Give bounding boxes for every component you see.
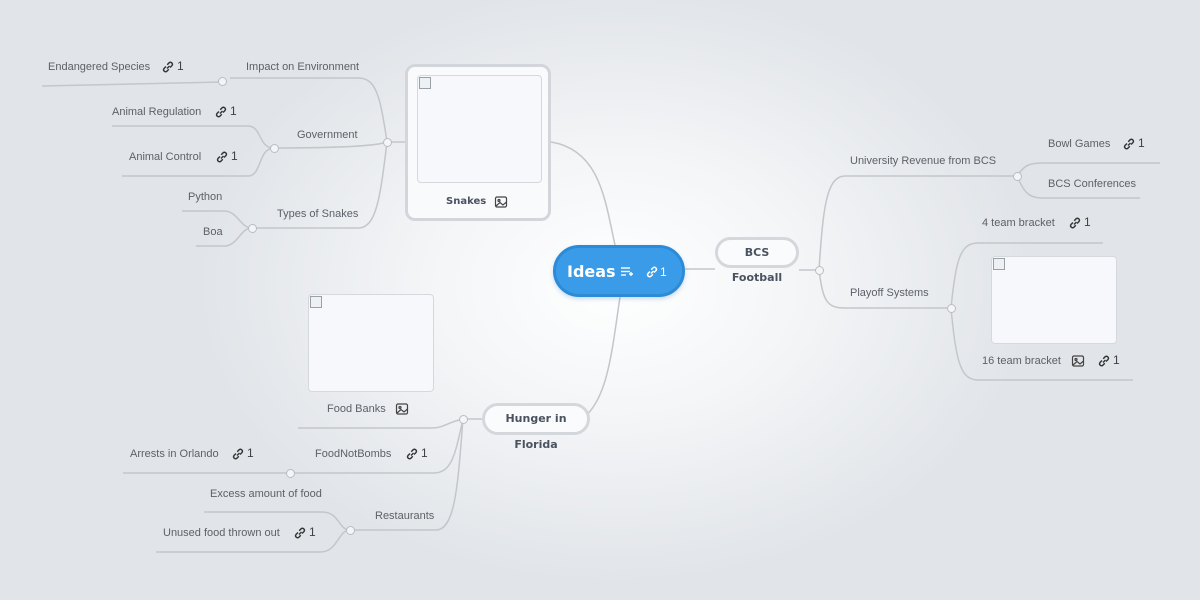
- topic-hunger-in-florida[interactable]: Hunger in Florida: [482, 403, 590, 451]
- bowl-games[interactable]: Bowl Games: [1048, 138, 1111, 150]
- hunger-junction-dot[interactable]: [459, 415, 468, 424]
- sixteen-team-bracket[interactable]: 16 team bracket: [982, 355, 1061, 367]
- broken-image-icon: [419, 77, 431, 89]
- python[interactable]: Python: [188, 191, 223, 203]
- link-icon[interactable]: [161, 60, 175, 74]
- playoff-systems[interactable]: Playoff Systems: [850, 287, 929, 299]
- food-banks-image: [308, 294, 434, 392]
- arrests-in-orlando[interactable]: Arrests in Orlando: [130, 448, 219, 460]
- bcs-conferences[interactable]: BCS Conferences: [1048, 178, 1137, 190]
- endangered-species[interactable]: Endangered Species: [48, 61, 151, 73]
- link-icon[interactable]: [214, 105, 228, 119]
- playoff-junction-dot[interactable]: [947, 304, 956, 313]
- arrests-link-count: 1: [247, 446, 254, 460]
- fnb-junction-dot[interactable]: [286, 469, 295, 478]
- topic-snakes[interactable]: Snakes: [405, 64, 551, 221]
- link-icon[interactable]: [293, 526, 307, 540]
- link-icon[interactable]: [405, 447, 419, 461]
- bracket-image: [991, 256, 1117, 344]
- bowl-link-count: 1: [1138, 136, 1145, 150]
- four-team-bracket[interactable]: 4 team bracket: [982, 217, 1055, 229]
- link-icon[interactable]: [231, 447, 245, 461]
- snakes-junction-dot[interactable]: [383, 138, 392, 147]
- hunger-label: Hunger in Florida: [505, 412, 567, 451]
- revenue-junction-dot[interactable]: [1013, 172, 1022, 181]
- government-junction-dot[interactable]: [270, 144, 279, 153]
- animal-regulation[interactable]: Animal Regulation: [112, 106, 202, 118]
- link-icon[interactable]: [645, 265, 659, 279]
- link-icon[interactable]: [1068, 216, 1082, 230]
- root-link-count: 1: [660, 265, 667, 279]
- types-of-snakes[interactable]: Types of Snakes: [277, 208, 359, 220]
- restaurants[interactable]: Restaurants: [375, 510, 435, 522]
- food-not-bombs[interactable]: FoodNotBombs: [315, 448, 392, 460]
- topic-bcs-football[interactable]: BCS Football: [715, 237, 799, 284]
- image-icon[interactable]: [1071, 354, 1085, 368]
- unused-link-count: 1: [309, 525, 316, 539]
- root-topic[interactable]: Ideas 1: [553, 245, 685, 297]
- excess-amount-of-food[interactable]: Excess amount of food: [210, 488, 322, 500]
- regulation-link-count: 1: [230, 104, 237, 118]
- bcs-junction-dot[interactable]: [815, 266, 824, 275]
- boa[interactable]: Boa: [203, 226, 223, 238]
- government[interactable]: Government: [297, 129, 358, 141]
- food-banks[interactable]: Food Banks: [327, 403, 386, 415]
- snakes-label: Snakes: [446, 196, 487, 207]
- four-link-count: 1: [1084, 215, 1091, 229]
- impact-on-environment[interactable]: Impact on Environment: [246, 61, 360, 73]
- root-title: Ideas: [567, 262, 616, 281]
- notes-icon[interactable]: [620, 265, 634, 279]
- animal-control[interactable]: Animal Control: [129, 151, 202, 163]
- image-icon[interactable]: [494, 195, 508, 209]
- snakes-image: [417, 75, 542, 183]
- bcs-football-label: BCS Football: [731, 246, 783, 284]
- types-junction-dot[interactable]: [248, 224, 257, 233]
- fnb-link-count: 1: [421, 446, 428, 460]
- link-icon[interactable]: [1097, 354, 1111, 368]
- link-icon[interactable]: [1122, 137, 1136, 151]
- university-revenue[interactable]: University Revenue from BCS: [850, 155, 997, 167]
- broken-image-icon: [310, 296, 322, 308]
- endangered-link-count: 1: [177, 59, 184, 73]
- link-icon[interactable]: [215, 150, 229, 164]
- restaurants-junction-dot[interactable]: [346, 526, 355, 535]
- image-icon[interactable]: [395, 402, 409, 416]
- control-link-count: 1: [231, 149, 238, 163]
- broken-image-icon: [993, 258, 1005, 270]
- unused-food-thrown-out[interactable]: Unused food thrown out: [163, 527, 280, 539]
- impact-junction-dot[interactable]: [218, 77, 227, 86]
- sixteen-link-count: 1: [1113, 353, 1120, 367]
